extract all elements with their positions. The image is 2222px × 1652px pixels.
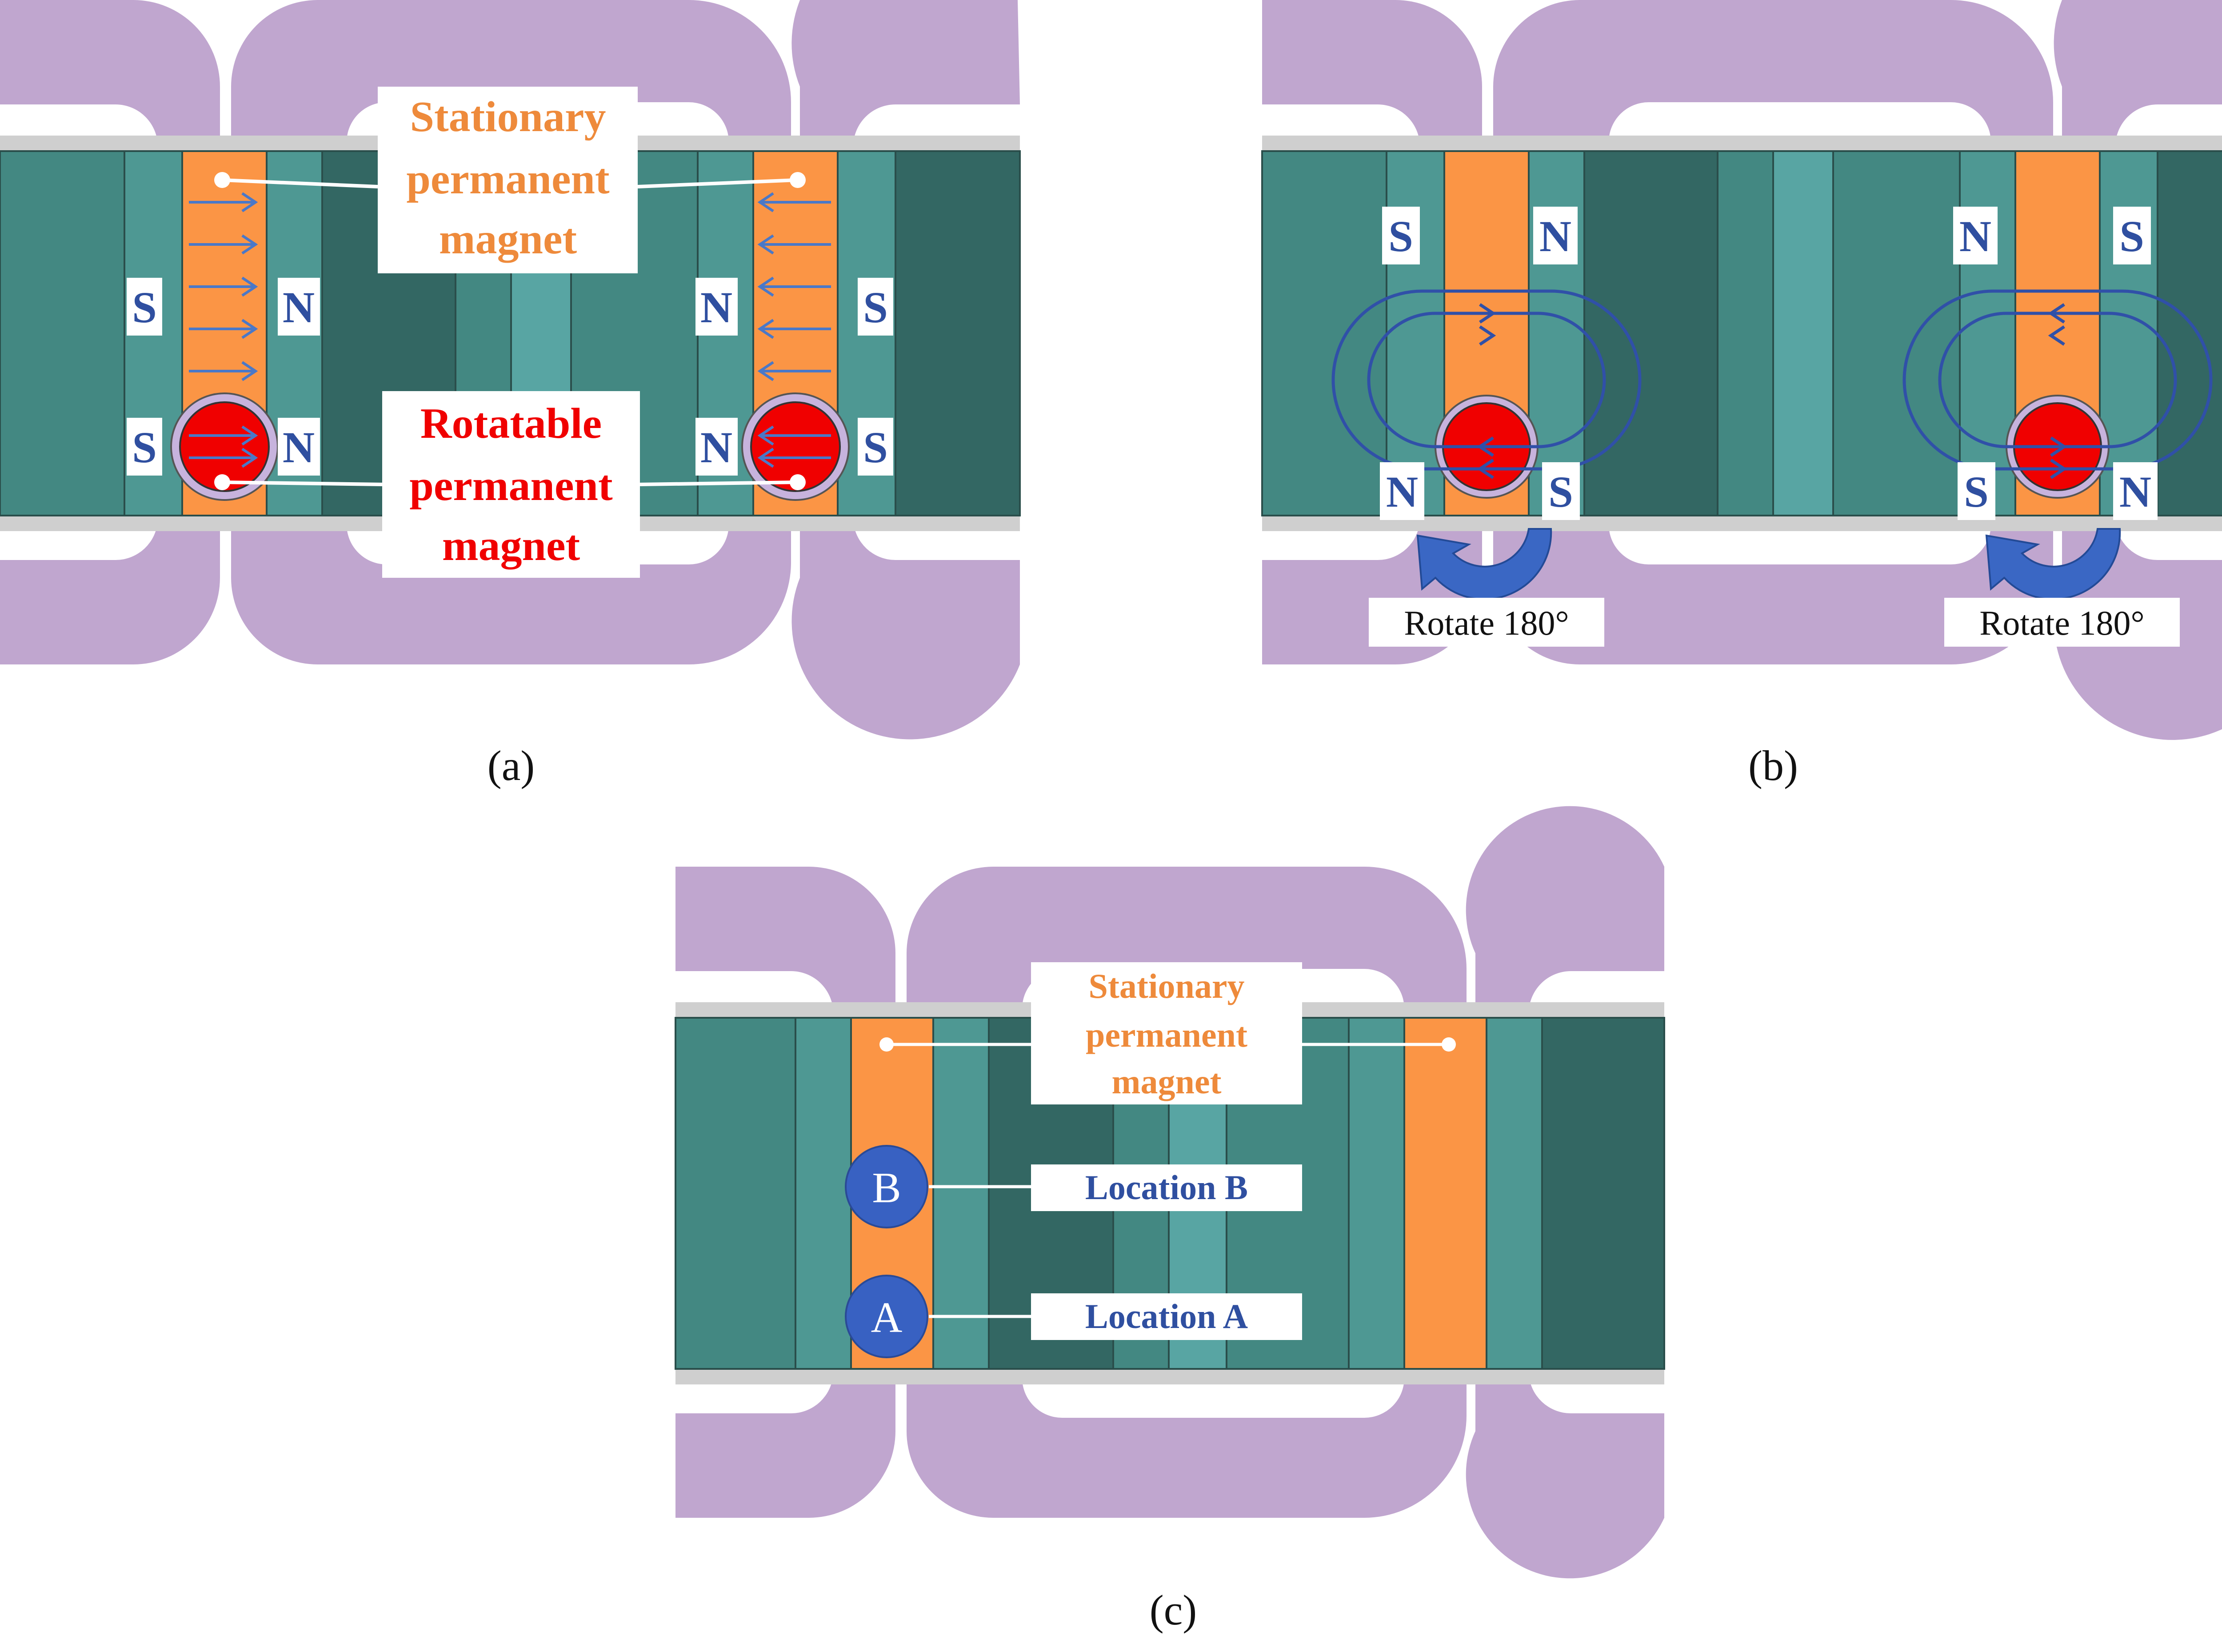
pole-letter: N	[700, 283, 732, 332]
pole-letter: S	[2119, 212, 2144, 261]
rotatable-label-line3: magnet	[442, 522, 580, 570]
rotatable-label-line2: permanent	[409, 462, 613, 510]
rotate-label-right: Rotate 180°	[1979, 604, 2144, 642]
rotatable-magnets-a	[170, 392, 850, 501]
location-a-letter: A	[871, 1294, 903, 1342]
pole-letter: N	[283, 283, 315, 332]
rotate-label-left: Rotate 180°	[1404, 604, 1569, 642]
location-a-label: Location A	[1085, 1297, 1248, 1336]
stationary-magnet-right-c	[1403, 1017, 1487, 1370]
stationary-label-line1: Stationary	[410, 93, 606, 141]
pole-letter: S	[1388, 212, 1413, 261]
stationary-label-line3: magnet	[1112, 1062, 1222, 1101]
stationary-callout-c: Stationary permanent magnet	[879, 962, 1456, 1104]
location-b-callout: B Location B	[845, 1145, 1302, 1228]
pole-letter: N	[1386, 467, 1418, 516]
stationary-callout-a: Stationary permanent magnet	[214, 87, 806, 273]
rotatable-label-line1: Rotatable	[420, 400, 602, 448]
location-a-marker	[845, 1275, 928, 1358]
caption-a: (a)	[488, 742, 535, 789]
location-b-letter: B	[872, 1164, 901, 1212]
caption-b: (b)	[1748, 742, 1798, 789]
slot-strip-bottom-c	[675, 1369, 1664, 1384]
location-a-callout: A Location A	[845, 1275, 1302, 1358]
rotatable-callout-a: Rotatable permanent magnet	[214, 391, 806, 578]
caption-c: (c)	[1150, 1586, 1197, 1634]
panel-a: S N S N N S N S Stationary permanent mag…	[0, 0, 1021, 789]
pole-letter: S	[132, 423, 157, 472]
pole-letter: S	[863, 423, 888, 472]
stationary-label-line1: Stationary	[1089, 967, 1245, 1005]
pole-letter: N	[700, 423, 732, 472]
location-b-label: Location B	[1085, 1168, 1248, 1207]
pole-letter: N	[1959, 212, 1991, 261]
slot-strip-top-b	[1262, 136, 2222, 151]
pole-letter: S	[132, 283, 157, 332]
pole-letter: S	[1548, 467, 1573, 516]
stationary-label-line3: magnet	[439, 215, 577, 263]
pole-labels-b: S N N S N S S N	[1380, 207, 2158, 520]
location-b-marker	[845, 1145, 928, 1228]
flux-lines-b	[1331, 289, 2213, 479]
pole-labels-a: S N S N N S N S	[127, 278, 893, 476]
rotate-arrow-icon	[1416, 528, 1552, 600]
rotate-arrow-icon	[1985, 528, 2121, 600]
stationary-label-line2: permanent	[1086, 1016, 1247, 1054]
pole-letter: N	[283, 423, 315, 472]
rotate-arrow-icons-b	[1416, 528, 2121, 600]
stationary-label-line2: permanent	[406, 155, 610, 203]
panel-c: Stationary permanent magnet B Location B…	[675, 806, 1665, 1634]
pole-letter: S	[863, 283, 888, 332]
rotate-labels-b: Rotate 180° Rotate 180°	[1369, 598, 2180, 647]
pole-letter: S	[1964, 467, 1989, 516]
pole-letter: N	[1539, 212, 1571, 261]
panel-b: S N N S N S S N Rotate 180° Rotate 180°	[1261, 0, 2222, 789]
pole-letter: N	[2119, 467, 2151, 516]
iron-core-b	[1261, 150, 2222, 516]
